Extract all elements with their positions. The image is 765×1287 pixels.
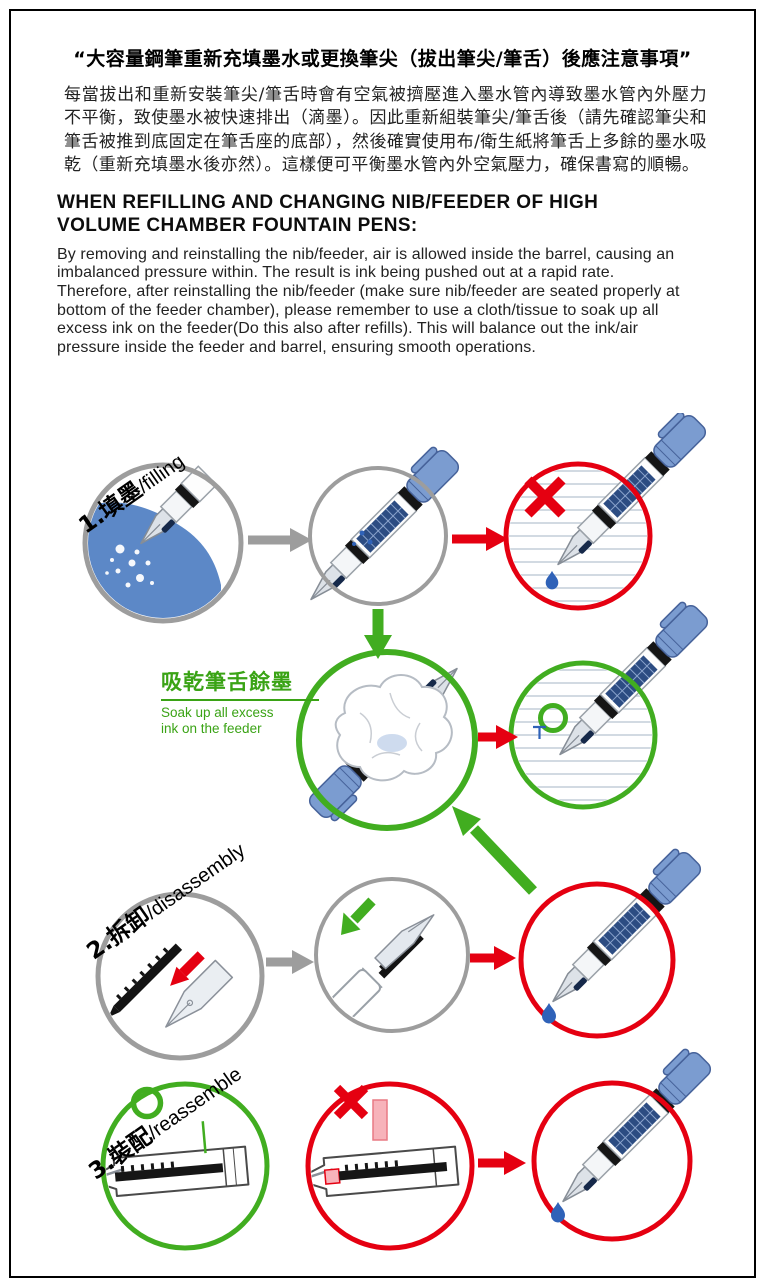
step1-ink-circle [82,462,244,624]
soak-instruction: 吸乾筆舌餘墨 Soak up all excess ink on the fee… [161,666,325,736]
tissue-wipe-icon [334,674,453,782]
red-arrow-right-icon [452,527,526,1175]
step2-wrong-result-circle [518,881,676,1039]
intro-paragraph-en: By removing and reinstalling the nib/fee… [57,245,680,356]
insert-arrow-icon [341,897,376,935]
wrong-mark-icon [333,1084,369,1120]
correct-mark-icon [538,703,568,733]
feeder-part [114,1163,224,1182]
soak-subtitle-line2: ink on the feeder [161,720,262,736]
seat-indicator-line [201,1121,207,1154]
fountain-pen [546,1043,715,1212]
gap-marker [372,1099,388,1141]
wrong-mark-icon [524,476,566,518]
nib-part [165,959,234,1028]
feeder-part [338,1161,448,1181]
ink-droplets [352,530,373,546]
gap-highlight [323,1168,341,1185]
flow-arrows [248,527,537,1175]
header: “大容量鋼筆重新充填墨水或更換筆尖（拔出筆尖/筆舌）後應注意事項” 每當拔出和重… [0,44,765,357]
step1-wrong-result-circle [503,461,653,611]
feeder-part [113,943,183,1013]
instruction-diagram: 1.填墨/filling 2.拆卸/disassembly 3.裝配/reass… [0,413,765,1283]
soak-title-zh: 吸乾筆舌餘墨 [161,670,293,694]
soak-circle [296,649,478,831]
gray-arrow-right-icon [248,528,314,974]
step3-wrong-result-circle [531,1080,693,1242]
step3-correct-circle [100,1081,270,1251]
grip-section [330,968,382,1020]
step2-parts-circle [95,891,265,1061]
disassembled-parts [108,943,234,1028]
ink-drop-icon [542,1003,556,1024]
feeder-seated-wrong [311,1145,460,1198]
fountain-pen [536,843,705,1012]
heading-en: WHEN REFILLING AND CHANGING NIB/FEEDER O… [57,192,599,236]
step1-pen-circle [308,466,448,606]
nib-part [374,914,435,970]
soak-subtitle-line1: Soak up all excess [161,705,274,720]
soak-underline [161,699,319,701]
ink-drop-icon [551,1202,565,1223]
ink-writing-mark [533,725,546,739]
green-arrow-icon [364,609,537,895]
ink-bubbles [105,544,154,588]
diagram-canvas [82,413,715,1251]
step3-wrong-circle [305,1081,475,1251]
intro-paragraph-zh: 每當拔出和重新安裝筆尖/筆舌時會有空氣被擠壓進入墨水管內導致墨水管內外壓力不平衡… [64,85,707,175]
ink-drop-icon [545,570,559,590]
feeder-seated-correct [106,1121,250,1198]
page-title: “大容量鋼筆重新充填墨水或更換筆尖（拔出筆尖/筆舌）後應注意事項” [73,48,692,70]
remove-arrow-icon [179,951,205,977]
step2-insert-circle [314,877,470,1033]
